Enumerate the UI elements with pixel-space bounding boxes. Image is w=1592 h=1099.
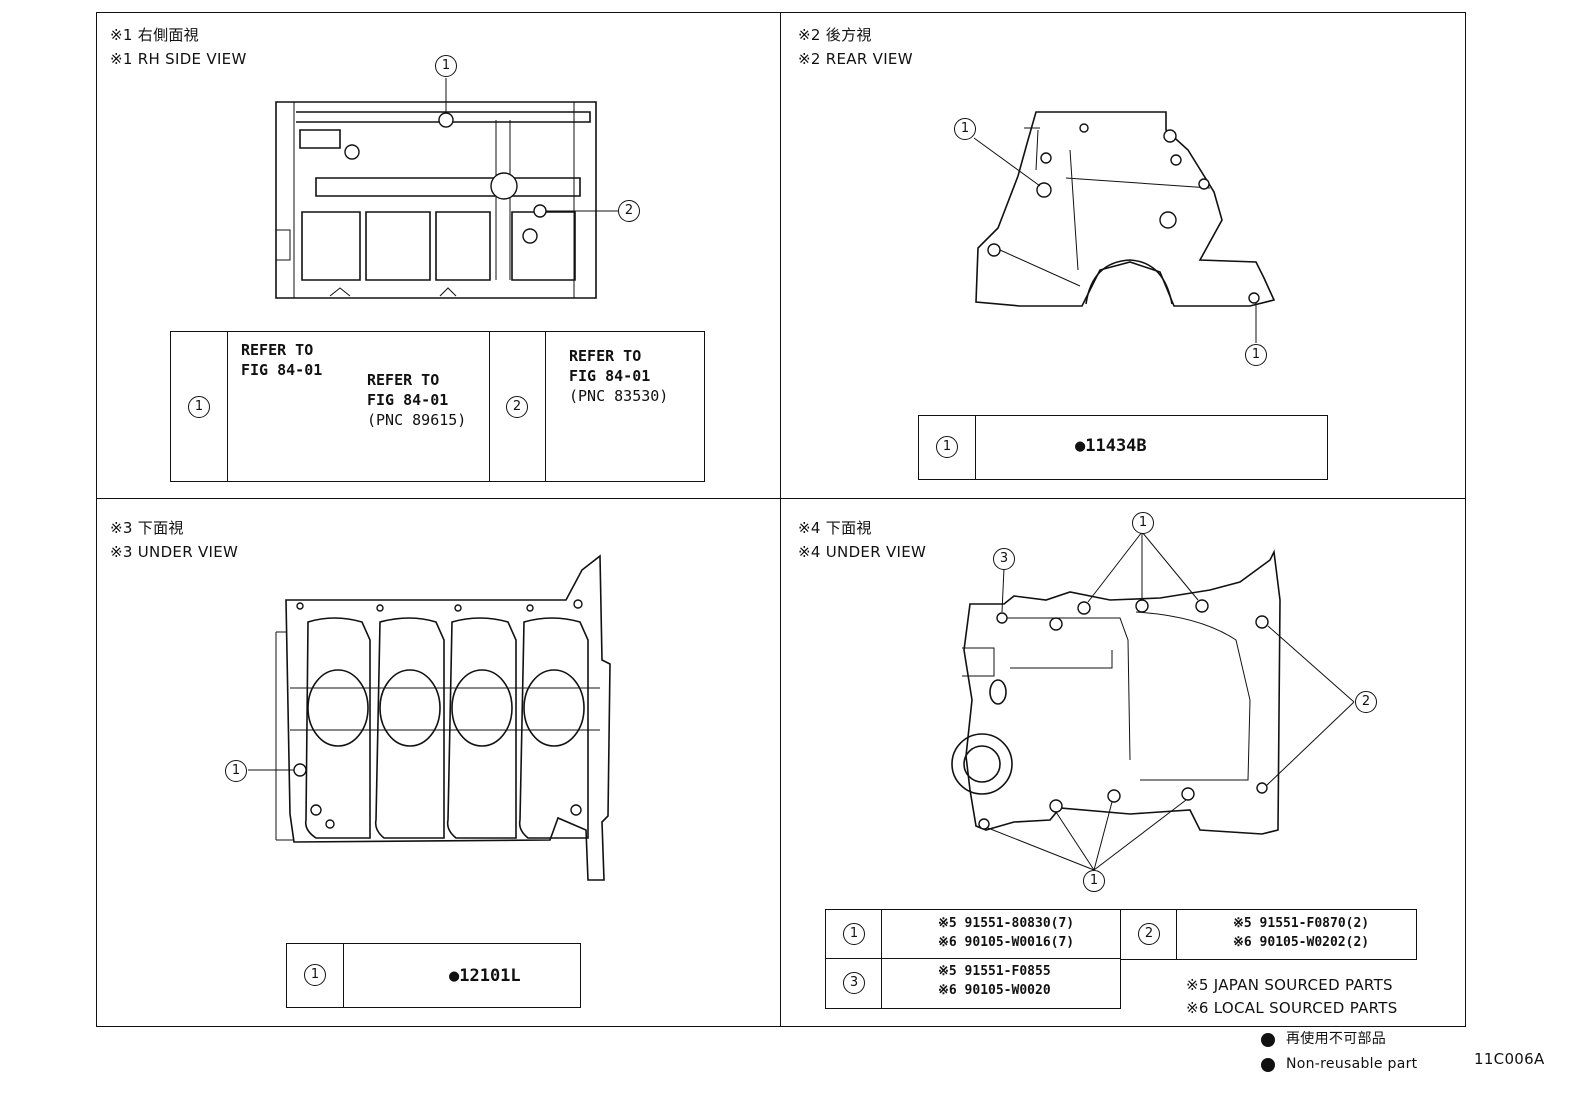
callout-1-rh: 1: [435, 55, 457, 77]
row1-part-b: ※6 90105-W0016(7): [938, 935, 1075, 950]
under4-row3-table: 3 ※5 91551-F0855 ※6 90105-W0020: [825, 958, 1121, 1009]
row2-part-a: ※5 91551-F0870(2): [1233, 916, 1370, 931]
under4-row3-callout: 3: [843, 972, 865, 994]
rh-row2-key-cell: [489, 332, 546, 481]
refer-b-pnc: (PNC 89615): [367, 411, 467, 429]
under4-row1-callout: 1: [843, 923, 865, 945]
callout-2-rh: 2: [618, 200, 640, 222]
under4-row3-key: [826, 959, 882, 1008]
refer-b-line1: REFER TO: [367, 371, 440, 389]
under4-row1-key: [826, 910, 882, 959]
under4-title-jp: ※4 下面視: [798, 519, 872, 537]
under4-row1-table: 1 ※5 91551-80830(7) ※6 90105-W0016(7): [825, 909, 1121, 960]
under3-key-cell: [287, 944, 344, 1007]
legend-en: Non-reusable part: [1286, 1056, 1418, 1072]
refer-c-line2: FIG 84-01: [569, 367, 651, 385]
refer-a-line2: FIG 84-01: [241, 361, 323, 379]
callout-1-under4-bottom: 1: [1083, 870, 1105, 892]
row1-part-a: ※5 91551-80830(7): [938, 916, 1075, 931]
rear-part-number: ●11434B: [1075, 436, 1147, 456]
rh-side-block-drawing: [275, 78, 618, 299]
rear-title-jp: ※2 後方視: [798, 26, 872, 44]
under3-title-en: ※3 UNDER VIEW: [110, 543, 239, 561]
rh-side-title-jp: ※1 右側面視: [110, 26, 199, 44]
callout-2-under4: 2: [1355, 691, 1377, 713]
legend-jp: 再使用不可部品: [1286, 1031, 1387, 1047]
rear-title-en: ※2 REAR VIEW: [798, 50, 913, 68]
diagram-code: 11C006A: [1474, 1050, 1545, 1068]
part-icons: [274, 407, 1215, 997]
under3-table-callout-1: 1: [304, 964, 326, 986]
note-japan-sourced: ※5 JAPAN SOURCED PARTS: [1186, 976, 1393, 994]
note-local-sourced: ※6 LOCAL SOURCED PARTS: [1186, 999, 1398, 1017]
under4-row2-key: [1121, 910, 1177, 959]
callout-1-under3: 1: [225, 760, 247, 782]
rear-key-cell: [919, 416, 976, 479]
callout-1-rear-bottom: 1: [1245, 344, 1267, 366]
rh-row1-key-cell: [171, 332, 228, 481]
refer-c-line1: REFER TO: [569, 347, 642, 365]
under3-parts-table: 1 ●12101L: [286, 943, 581, 1008]
rh-table-callout-1: 1: [188, 396, 210, 418]
callout-3-under4: 3: [993, 548, 1015, 570]
vertical-divider: [780, 12, 781, 1027]
rear-block-drawing: [973, 111, 1276, 343]
rh-table-callout-2: 2: [506, 396, 528, 418]
rear-table-callout-1: 1: [936, 436, 958, 458]
under3-part-number: ●12101L: [449, 966, 521, 986]
callout-1-rear-top: 1: [954, 118, 976, 140]
diagram-frame: [96, 12, 1466, 1027]
under3-block-drawing: [248, 554, 611, 881]
refer-a-line1: REFER TO: [241, 341, 314, 359]
horizontal-divider: [96, 498, 1466, 499]
row3-part-b: ※6 90105-W0020: [938, 983, 1051, 998]
under3-title-jp: ※3 下面視: [110, 519, 184, 537]
rear-parts-table: 1 ●11434B: [918, 415, 1328, 480]
row2-part-b: ※6 90105-W0202(2): [1233, 935, 1370, 950]
callout-1-under4-top: 1: [1132, 512, 1154, 534]
non-reusable-bullet-icon-2: [1261, 1058, 1275, 1072]
rh-side-title-en: ※1 RH SIDE VIEW: [110, 50, 247, 68]
refer-c-pnc: (PNC 83530): [569, 387, 669, 405]
refer-b-line2: FIG 84-01: [367, 391, 449, 409]
under4-row2-callout: 2: [1138, 923, 1160, 945]
under4-title-en: ※4 UNDER VIEW: [798, 543, 927, 561]
under4-row2-table: 2 ※5 91551-F0870(2) ※6 90105-W0202(2): [1121, 909, 1417, 960]
rh-side-parts-table: 1 2 REFER TO FIG 84-01 REFER TO FIG 84-0…: [170, 331, 705, 482]
under4-block-drawing: [951, 531, 1355, 871]
non-reusable-bullet-icon: [1261, 1033, 1275, 1047]
row3-part-a: ※5 91551-F0855: [938, 964, 1051, 979]
